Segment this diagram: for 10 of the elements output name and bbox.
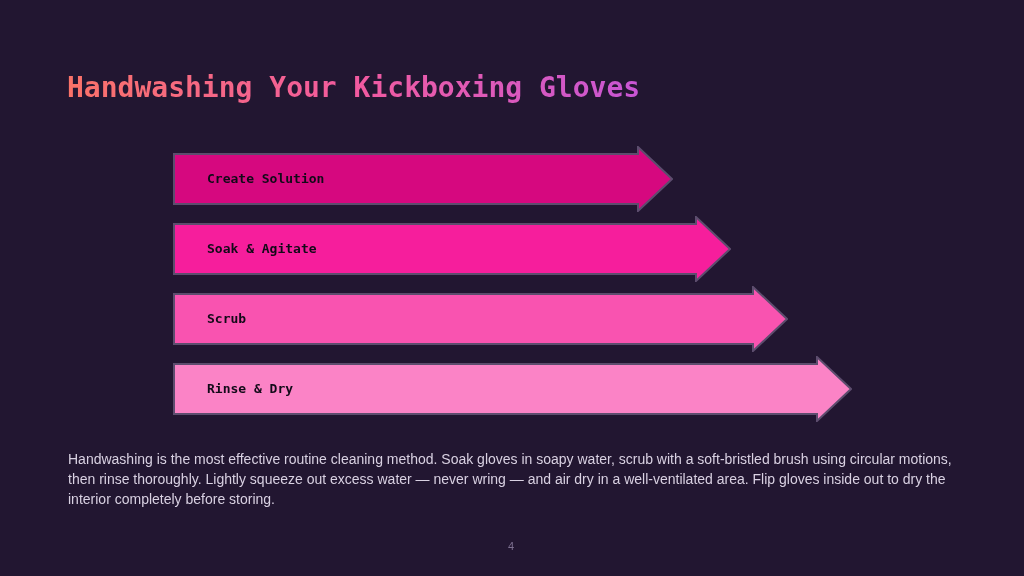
description-paragraph: Handwashing is the most effective routine cleaning method. Soak gloves in soapy water, scrub with a soft-bristled brush using circular motions, then rinse thoroughly. Lightly squeeze out excess water — never wring — and air dry in a well-ventilated area. Flip gloves inside out to dry the interior completely before storing. [68, 450, 953, 509]
page-number: 4 [508, 539, 515, 554]
step-banner [173, 146, 673, 212]
step-label: Soak & Agitate [207, 241, 317, 257]
step-label: Scrub [207, 311, 247, 327]
step-banner [173, 286, 788, 352]
step-label: Create Solution [207, 171, 325, 187]
step-label: Rinse & Dry [207, 381, 294, 397]
step-banner [173, 356, 852, 422]
step-banner [173, 216, 731, 282]
